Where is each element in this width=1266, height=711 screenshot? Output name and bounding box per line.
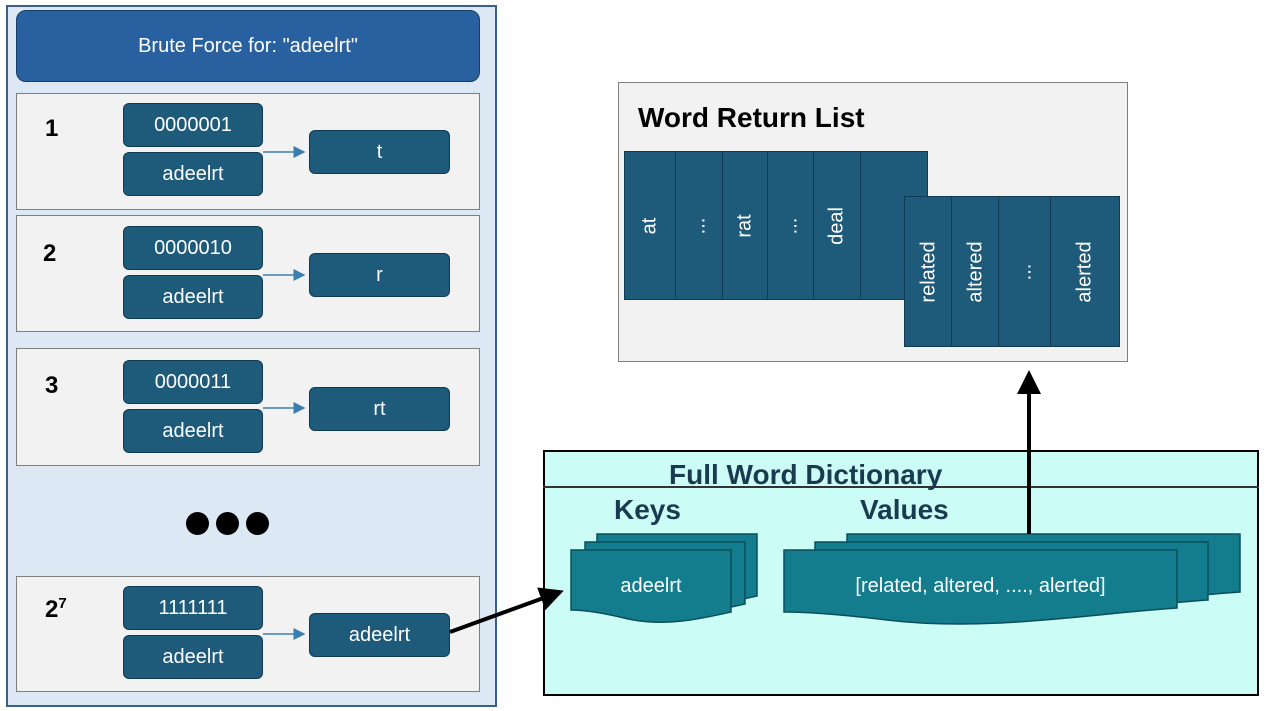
step-last-result: adeelrt bbox=[309, 613, 450, 657]
word-return-list-title: Word Return List bbox=[638, 102, 865, 133]
step-3-mask: 0000011 bbox=[123, 360, 263, 404]
word-cell: alerted bbox=[1050, 196, 1120, 347]
step-2-mask: 0000010 bbox=[123, 226, 263, 270]
dictionary-title: Full Word Dictionary bbox=[669, 459, 943, 490]
step-1-mask: 0000001 bbox=[123, 103, 263, 147]
ellipsis-dot bbox=[186, 512, 209, 535]
step-2-word: adeelrt bbox=[123, 275, 263, 319]
step-3-result: rt bbox=[309, 387, 450, 431]
step-last-word: adeelrt bbox=[123, 635, 263, 679]
lookup-arrow bbox=[449, 587, 564, 634]
step-number-2: 2 bbox=[43, 240, 57, 267]
keys-label: Keys bbox=[614, 494, 681, 525]
values-document-stack bbox=[783, 533, 1241, 625]
step-number-last: 27 bbox=[45, 595, 67, 623]
step-1-result: t bbox=[309, 130, 450, 174]
step-2-result: r bbox=[309, 253, 450, 297]
keys-document-stack bbox=[570, 533, 758, 623]
key-text: adeelrt bbox=[620, 575, 682, 597]
word-cell: at bbox=[624, 151, 676, 300]
word-cell: ... bbox=[675, 151, 723, 300]
ellipsis-dot bbox=[216, 512, 239, 535]
word-cell: ... bbox=[767, 151, 814, 300]
value-text: [related, altered, ...., alerted] bbox=[855, 575, 1106, 597]
brute-force-title: Brute Force for: "adeelrt" bbox=[138, 34, 358, 57]
step-last-mask: 1111111 bbox=[123, 586, 263, 630]
step-3-word: adeelrt bbox=[123, 409, 263, 453]
brute-force-header: Brute Force for: "adeelrt" bbox=[16, 10, 480, 82]
dictionary-divider bbox=[543, 486, 1259, 488]
word-cell: altered bbox=[951, 196, 1000, 347]
ellipsis-dot bbox=[246, 512, 269, 535]
step-number-1: 1 bbox=[45, 115, 59, 142]
step-1-word: adeelrt bbox=[123, 152, 263, 196]
values-label: Values bbox=[860, 494, 949, 525]
step-number-3: 3 bbox=[45, 372, 59, 399]
